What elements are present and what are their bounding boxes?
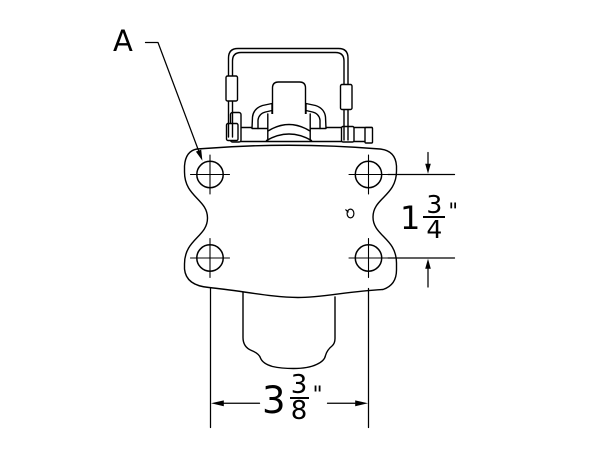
inch-mark: " [448, 199, 459, 223]
shank [242, 290, 336, 370]
bail-sleeve-left [225, 75, 239, 102]
leader-line-a [144, 41, 203, 161]
fraction-numerator: 3 [290, 370, 308, 400]
dimension-horizontal [209, 287, 370, 429]
callout-label-a: A [113, 24, 133, 58]
dimension-fraction: 3 8 [289, 370, 309, 427]
arrow-right [355, 400, 368, 407]
dimension-fraction: 3 4 [423, 190, 446, 245]
dimension-text-horizontal: 3 3 8 " [262, 370, 323, 427]
fraction-denominator: 8 [290, 396, 308, 427]
dimension-whole-number: 3 [262, 379, 286, 423]
latch-bar-end-cap [364, 126, 374, 144]
cradle-spring-arc-upper [267, 123, 311, 132]
leader-arrowhead [195, 149, 203, 161]
cradle-wing-left [251, 102, 273, 130]
fraction-bar [423, 216, 446, 219]
cradle-wing-right [305, 102, 327, 130]
locking-bail [225, 47, 353, 141]
arrow-down [425, 163, 431, 174]
mounting-plate [183, 144, 398, 299]
arrow-up [425, 258, 431, 269]
latch-cradle [251, 81, 327, 142]
hole-center-marks [189, 154, 389, 279]
fraction-denominator: 4 [426, 215, 443, 245]
fraction-bar [289, 397, 309, 400]
dimension-text-vertical: 1 3 4 " [400, 190, 459, 245]
bail-sleeve-right [339, 83, 353, 111]
fraction-numerator: 3 [426, 190, 443, 219]
inch-mark: " [312, 383, 323, 408]
cradle-spring-arc-lower [265, 133, 313, 142]
dimension-vertical [387, 151, 456, 288]
arrow-left [211, 400, 224, 407]
dimension-whole-number: 1 [400, 198, 421, 237]
small-hole-detail [345, 208, 355, 219]
